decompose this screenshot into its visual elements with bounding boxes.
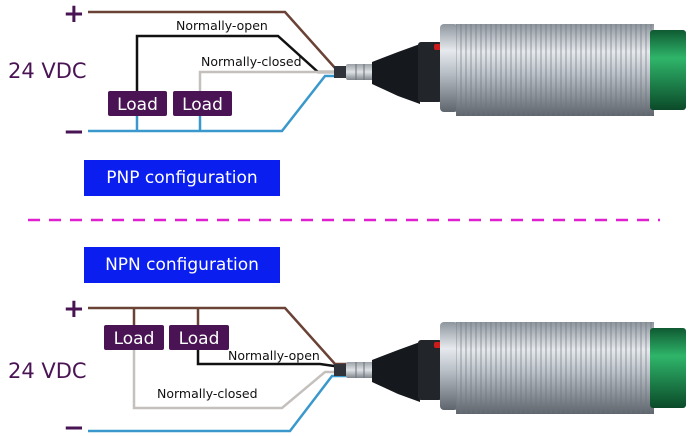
npn-load1-box — [104, 325, 164, 350]
pnp-load1-label: Load — [117, 95, 158, 115]
npn-load1-label: Load — [114, 329, 155, 349]
npn-normally-closed-label: Normally-closed — [157, 386, 258, 401]
pnp-configuration-label: PNP configuration — [84, 160, 280, 196]
pnp-normally-closed-label: Normally-closed — [201, 54, 302, 69]
npn-sensor-icon — [334, 322, 686, 414]
pnp-load2-box — [173, 91, 232, 116]
pnp-load1-box — [108, 91, 167, 116]
pnp-plus-sign: + — [63, 0, 85, 29]
pnp-load2-label: Load — [182, 95, 223, 115]
npn-load2-box — [169, 325, 229, 350]
pnp-minus-sign: − — [63, 117, 85, 147]
pnp-voltage-label: 24 VDC — [8, 59, 87, 83]
npn-plus-sign: + — [63, 294, 85, 324]
npn-wiring: + − 24 VDC Normally-open Normally-closed… — [8, 294, 349, 436]
pnp-wiring: + − 24 VDC Normally-open Normally-closed… — [8, 0, 348, 147]
pnp-normally-open-label: Normally-open — [176, 18, 268, 33]
npn-configuration-label: NPN configuration — [84, 247, 280, 283]
npn-minus-sign: − — [63, 413, 85, 436]
npn-grey-wire — [132, 350, 348, 410]
npn-voltage-label: 24 VDC — [8, 359, 87, 383]
pnp-sensor-icon — [334, 24, 686, 116]
npn-load2-label: Load — [179, 329, 220, 349]
npn-normally-open-label: Normally-open — [228, 348, 320, 363]
